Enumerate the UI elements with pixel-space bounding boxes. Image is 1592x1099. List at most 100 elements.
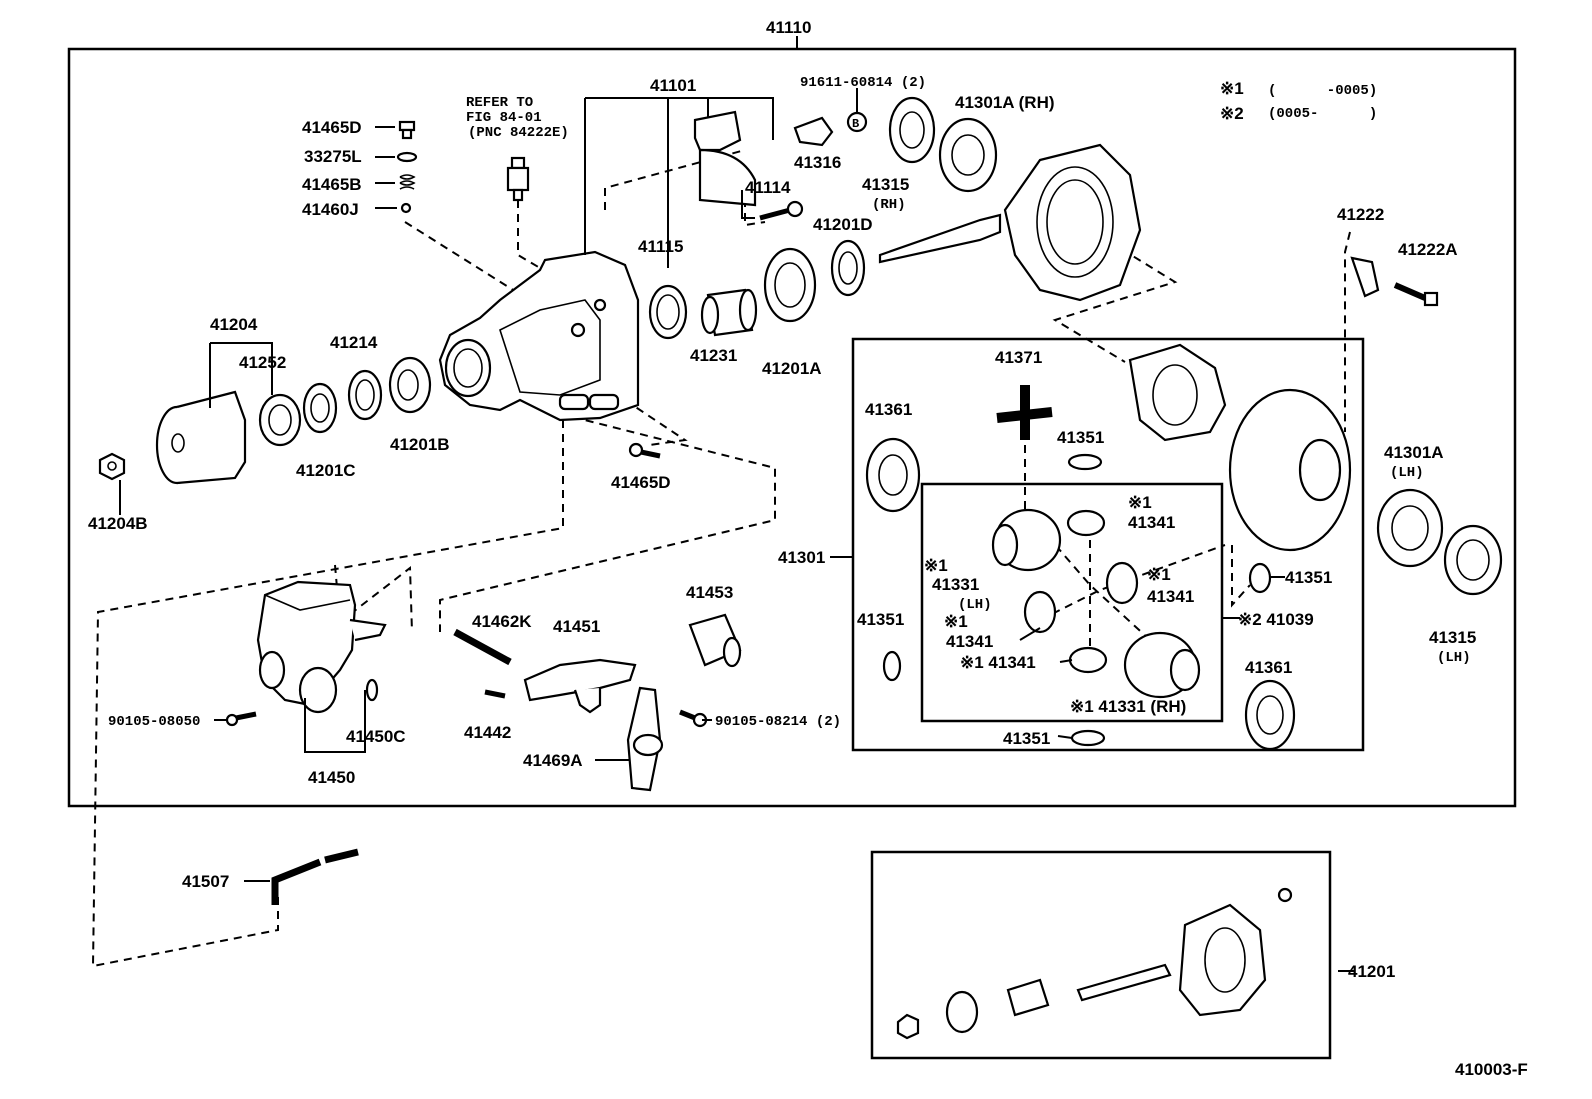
refer-line-1: REFER TO: [466, 95, 533, 111]
label-41115: 41115: [638, 237, 683, 256]
bearing-41301A-rh-icon: [938, 117, 998, 193]
gear-set-frame-41201: [870, 850, 1332, 1060]
seal-41252-icon: [258, 393, 302, 447]
pinion-gear-41341-b-icon: [1105, 561, 1139, 605]
label-41341-a: 41341: [1128, 513, 1175, 532]
race-41115-icon: [648, 284, 688, 340]
diff-case-flange-icon: [1228, 388, 1352, 552]
label-41341-d: ※1 41341: [960, 653, 1036, 672]
lever-41469A-icon: [626, 686, 664, 792]
label-41469A: 41469A: [523, 751, 583, 770]
label-41341-c: 41341: [946, 632, 993, 651]
label-41331-rh: ※1 41331 (RH): [1070, 697, 1186, 716]
gear-set-41201-icon: [896, 887, 1293, 1040]
label-41465D-top: 41465D: [302, 118, 362, 137]
label-41114: 41114: [745, 178, 791, 197]
label-41201D: 41201D: [813, 215, 873, 234]
bolt-mark-b-icon: [846, 111, 868, 133]
label-41341-b: 41341: [1147, 587, 1194, 606]
thrust-washer-41361-bot-icon: [1244, 679, 1296, 751]
label-41316: 41316: [794, 153, 841, 172]
label-41231: 41231: [690, 346, 737, 365]
mark-41341-b: ※1: [1147, 565, 1171, 584]
label-41465B: 41465B: [302, 175, 362, 194]
mark-41341-a: ※1: [1128, 493, 1152, 512]
label-41451: 41451: [553, 617, 600, 636]
pinion-gear-41341-c-icon: [1023, 590, 1057, 634]
pin-41442-icon: [484, 689, 506, 699]
bolt-41465D-icon: [628, 442, 661, 459]
pinion-gear-41341-a-icon: [1066, 509, 1106, 537]
label-41301A-lh-sub: (LH): [1390, 465, 1424, 481]
mark-41331-lh: ※1: [924, 556, 948, 575]
label-41450C: 41450C: [346, 727, 406, 746]
flange-41204-icon: [155, 390, 247, 485]
bolt-41222A-icon: [1393, 282, 1439, 307]
label-41450: 41450: [308, 768, 355, 787]
diff-case-half-icon: [1128, 343, 1227, 442]
label-91611-60814: 91611-60814 (2): [800, 75, 926, 91]
legend-mark-1: ※1: [1220, 79, 1244, 98]
leaders: [119, 126, 1355, 972]
label-41301A-lh: 41301A: [1384, 443, 1444, 462]
mark-41341-c: ※1: [944, 612, 968, 631]
label-41315-lh: 41315: [1429, 628, 1476, 647]
label-41465D: 41465D: [611, 473, 671, 492]
bearing-41201A-icon: [763, 247, 817, 323]
spider-41371-icon: [996, 385, 1053, 440]
label-41315-lh-sub: (LH): [1437, 650, 1471, 666]
washer-41351-top-icon: [1067, 453, 1103, 471]
washer-41351-left-icon: [882, 650, 902, 682]
label-41442: 41442: [464, 723, 511, 742]
label-41222A: 41222A: [1398, 240, 1458, 259]
spring-41465B-icon: [399, 174, 416, 190]
label-41222: 41222: [1337, 205, 1384, 224]
label-90105-08050: 90105-08050: [108, 714, 200, 730]
label-41351-left: 41351: [857, 610, 904, 629]
legend-range-1: ( -0005): [1268, 83, 1377, 99]
label-41201C: 41201C: [296, 461, 356, 480]
label-41201B: 41201B: [390, 435, 450, 454]
refer-line-3: (PNC 84222E): [468, 125, 569, 141]
label-90105-08214: 90105-08214 (2): [715, 714, 841, 730]
leader-41450: [304, 690, 366, 753]
lock-41222-icon: [1350, 256, 1380, 298]
sleeve-41453-icon: [688, 613, 742, 668]
ball-41460J-icon: [400, 202, 412, 214]
label-41351-bot: 41351: [1003, 729, 1050, 748]
washer-41351-bot-icon: [1070, 729, 1106, 747]
actuator-41450-icon: [256, 580, 387, 714]
pinion-gear-41341-d-icon: [1068, 646, 1108, 674]
bracket-41316-icon: [793, 116, 834, 147]
bolt-90105-08050-icon: [225, 711, 257, 727]
bearing-41201C-icon: [302, 382, 338, 434]
label-41361-top: 41361: [865, 400, 912, 419]
label-41460J: 41460J: [302, 200, 359, 219]
bearing-41301A-lh-icon: [1376, 488, 1444, 568]
label-41301A-rh: 41301A (RH): [955, 93, 1055, 112]
switch-sensor-icon: [506, 156, 530, 202]
differential-frame-41301: [851, 337, 1365, 752]
dashed-connectors: [91, 149, 1351, 968]
washer-41351-right-icon: [1248, 562, 1272, 594]
label-33275L: 33275L: [304, 147, 362, 166]
gear-kit-frame: [920, 482, 1224, 723]
label-41507: 41507: [182, 872, 229, 891]
pin-41462K-icon: [453, 628, 512, 666]
leader-41101: [584, 97, 774, 268]
label-41101: 41101: [650, 76, 696, 95]
label-41315-rh: 41315: [862, 175, 909, 194]
refer-line-2: FIG 84-01: [466, 110, 542, 126]
label-41301: 41301: [778, 548, 825, 567]
label-41201: 41201: [1348, 962, 1395, 981]
label-41361-bot: 41361: [1245, 658, 1292, 677]
label-41351-top: 41351: [1057, 428, 1104, 447]
bearing-41315-lh-icon: [1443, 524, 1503, 596]
thrust-washer-41361-top-icon: [865, 437, 921, 513]
spacer-41231-icon: [700, 288, 758, 337]
pinion-ring-gear-icon: [878, 143, 1142, 302]
side-gear-41331-lh-icon: [991, 508, 1062, 572]
label-41331-lh: 41331: [932, 575, 979, 594]
side-gear-41331-rh-icon: [1123, 631, 1201, 699]
